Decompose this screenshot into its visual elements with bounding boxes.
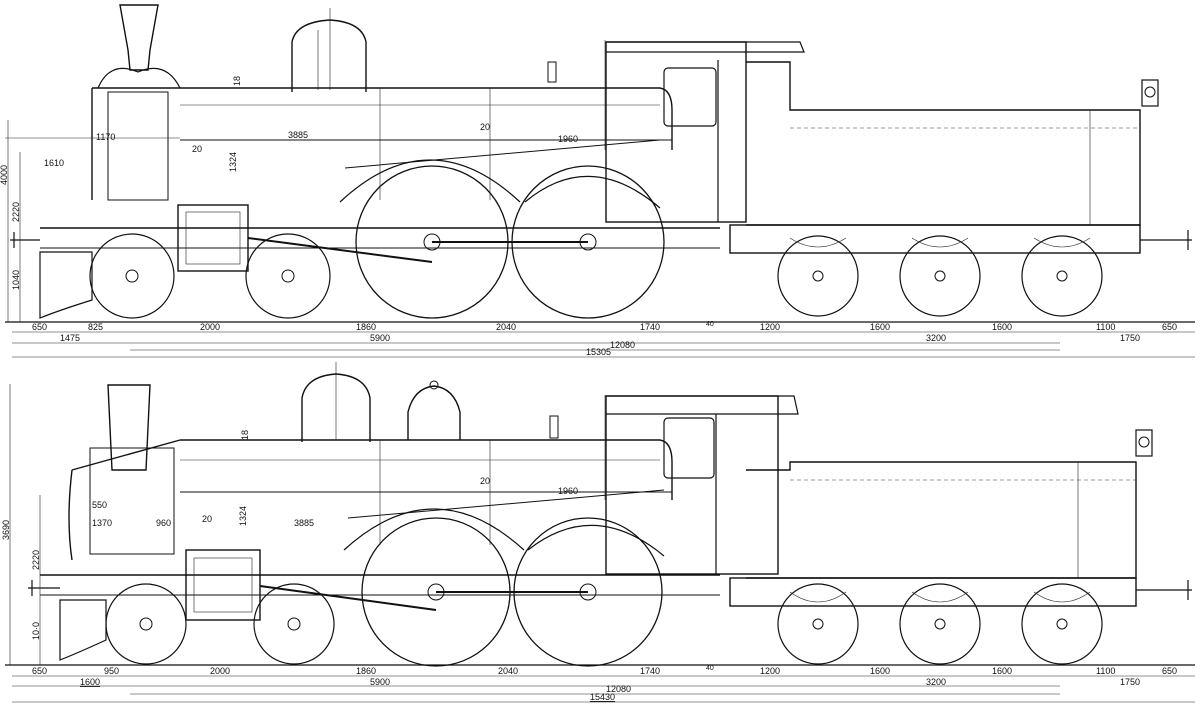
top-sum-dim-5: 15305 <box>586 347 611 357</box>
top-sum-dim-3: 3200 <box>926 333 946 343</box>
bottom-wb-dim-5: 1740 <box>640 666 660 676</box>
top-wb-dim-5: 1740 <box>640 322 660 332</box>
top-wb-dim-1: 825 <box>88 322 103 332</box>
top-wb-dim-7: 1200 <box>760 322 780 332</box>
top-sum-dim-2: 12080 <box>610 340 635 350</box>
top-wb-dim-2: 2000 <box>200 322 220 332</box>
bottom-wb-dim-9: 1600 <box>992 666 1012 676</box>
bottom-inner-dim-4: 1324 <box>238 506 248 526</box>
bottom-inner-dim-3: 20 <box>202 514 212 524</box>
bottom-wb-dim-4: 2040 <box>498 666 518 676</box>
top-inner-dim-6: 1960 <box>558 134 578 144</box>
bottom-wb-dim-10: 1100 <box>1096 666 1115 676</box>
top-inner-dim-0: 1610 <box>44 158 64 168</box>
bottom-locomotive-elevation <box>5 362 1195 703</box>
bottom-height-dim-2: 10·0 <box>31 622 41 640</box>
top-wb-dim-4: 2040 <box>496 322 516 332</box>
bottom-sum-dim-1: 5900 <box>370 677 390 687</box>
bottom-wb-dim-8: 1600 <box>870 666 890 676</box>
top-sum-dim-0: 1475 <box>60 333 80 343</box>
top-locomotive-elevation <box>5 4 1195 358</box>
top-inner-dim-2: 20 <box>192 144 202 154</box>
bottom-wb-dim-3: 1860 <box>356 666 376 676</box>
top-height-dim-0: 4000 <box>0 165 9 185</box>
bottom-sum-dim-3: 3200 <box>926 677 946 687</box>
bottom-inner-dim-8: 18 <box>240 430 250 440</box>
top-wb-dim-6: 40 <box>706 321 714 328</box>
top-inner-dim-1: 1170 <box>96 132 115 142</box>
bottom-sum-dim-0: 1600 <box>80 677 100 687</box>
top-wb-dim-8: 1600 <box>870 322 890 332</box>
top-inner-dim-5: 20 <box>480 122 490 132</box>
top-wb-dim-10: 1100 <box>1096 322 1115 332</box>
top-sum-dim-4: 1750 <box>1120 333 1140 343</box>
bottom-sum-dim-2: 12080 <box>606 684 631 694</box>
bottom-sum-dim-5: 15430 <box>590 692 615 702</box>
top-sum-dim-1: 5900 <box>370 333 390 343</box>
top-inner-dim-7: 18 <box>232 76 242 86</box>
top-wb-dim-0: 650 <box>32 322 47 332</box>
bottom-wb-dim-6: 40 <box>706 665 714 672</box>
top-height-dim-1: 2220 <box>11 202 21 222</box>
bottom-wb-dim-11: 650 <box>1162 666 1177 676</box>
bottom-inner-dim-2: 960 <box>156 518 171 528</box>
top-wb-dim-11: 650 <box>1162 322 1177 332</box>
bottom-height-dim-0: 3690 <box>1 520 11 540</box>
bottom-inner-dim-1: 1370 <box>92 518 112 528</box>
top-wb-dim-9: 1600 <box>992 322 1012 332</box>
bottom-wb-dim-7: 1200 <box>760 666 780 676</box>
top-wb-dim-3: 1860 <box>356 322 376 332</box>
bottom-height-dim-1: 2220 <box>31 550 41 570</box>
bottom-wb-dim-1: 950 <box>104 666 119 676</box>
bottom-inner-dim-5: 3885 <box>294 518 314 528</box>
top-height-dim-2: 1040 <box>11 270 21 290</box>
bottom-inner-dim-6: 20 <box>480 476 490 486</box>
bottom-sum-dim-4: 1750 <box>1120 677 1140 687</box>
bottom-wb-dim-2: 2000 <box>210 666 230 676</box>
bottom-wb-dim-0: 650 <box>32 666 47 676</box>
bottom-inner-dim-7: 1960 <box>558 486 578 496</box>
top-inner-dim-4: 3885 <box>288 130 308 140</box>
bottom-inner-dim-0: 550 <box>92 500 107 510</box>
top-inner-dim-3: 1324 <box>228 152 238 172</box>
